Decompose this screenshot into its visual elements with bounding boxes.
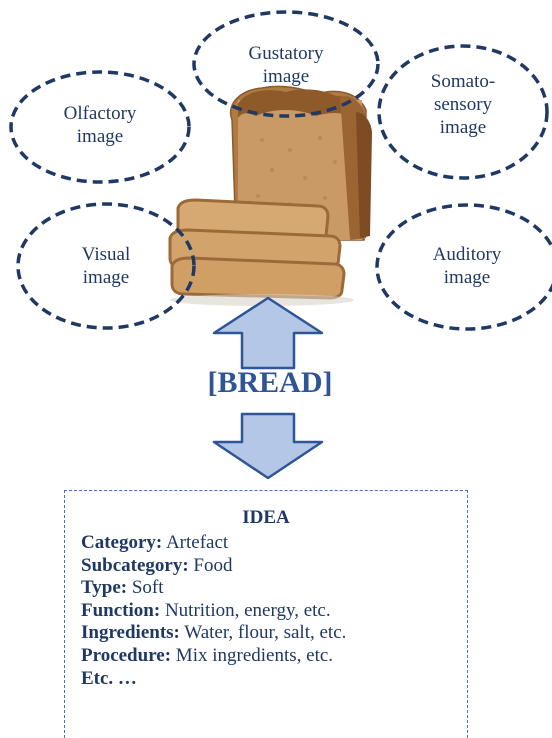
idea-row-subcategory: Subcategory: Food (81, 555, 467, 578)
idea-row-function: Function: Nutrition, energy, etc. (81, 600, 467, 623)
bread-word: [BREAD] (207, 366, 333, 399)
down-arrow-icon (212, 412, 324, 480)
visual-label-line: Visual (81, 244, 131, 265)
auditory-label: Auditory image (397, 243, 537, 289)
idea-value: Food (188, 554, 233, 576)
gustatory-label-line: image (262, 66, 310, 87)
idea-box: IDEA Category: Artefact Subcategory: Foo… (64, 490, 468, 738)
bread-image (168, 85, 372, 306)
idea-row-etc: Etc. … (81, 668, 467, 691)
idea-key: Type: (81, 577, 128, 599)
idea-key: Etc. … (81, 667, 137, 689)
gustatory-label: Gustatory image (216, 42, 356, 88)
visual-label: Visual image (36, 243, 176, 289)
idea-key: Function: (81, 599, 161, 621)
sense-ellipses (9, 10, 552, 331)
idea-value: Artefact (162, 532, 229, 553)
olfactory-label-line: Olfactory (63, 103, 137, 124)
ellipse-auditory (375, 203, 552, 331)
idea-row-ingredients: Ingredients: Water, flour, salt, etc. (81, 622, 467, 645)
auditory-label-line: image (443, 267, 491, 288)
idea-key: Procedure: (81, 644, 172, 666)
olfactory-label-line: image (76, 126, 124, 147)
somatosensory-label-line: image (439, 117, 487, 138)
idea-title: IDEA (242, 507, 290, 528)
olfactory-label: Olfactory image (30, 102, 170, 148)
idea-row-procedure: Procedure: Mix ingredients, etc. (81, 645, 467, 668)
somatosensory-label-line: Somato- (430, 71, 496, 92)
ellipse-visual (16, 202, 196, 330)
idea-key: Ingredients: (81, 622, 180, 644)
idea-value: Nutrition, energy, etc. (160, 599, 331, 621)
idea-row-type: Type: Soft (81, 577, 467, 600)
ellipse-gustatory (192, 10, 380, 118)
visual-label-line: image (82, 267, 130, 288)
somatosensory-label: Somato- sensory image (393, 70, 533, 139)
ellipse-olfactory (9, 70, 191, 184)
idea-row-category: Category: Artefact (81, 532, 467, 555)
idea-key: Subcategory: (81, 554, 189, 576)
idea-value: Soft (127, 577, 164, 599)
gustatory-label-line: Gustatory (248, 43, 324, 64)
auditory-label-line: Auditory (432, 244, 502, 265)
idea-key: Category: (81, 532, 163, 553)
ellipse-somatosensory (377, 44, 549, 180)
idea-value: Water, flour, salt, etc. (179, 622, 347, 644)
up-arrow-icon (212, 296, 324, 370)
somatosensory-label-line: sensory (433, 94, 493, 115)
idea-value: Mix ingredients, etc. (171, 644, 334, 666)
